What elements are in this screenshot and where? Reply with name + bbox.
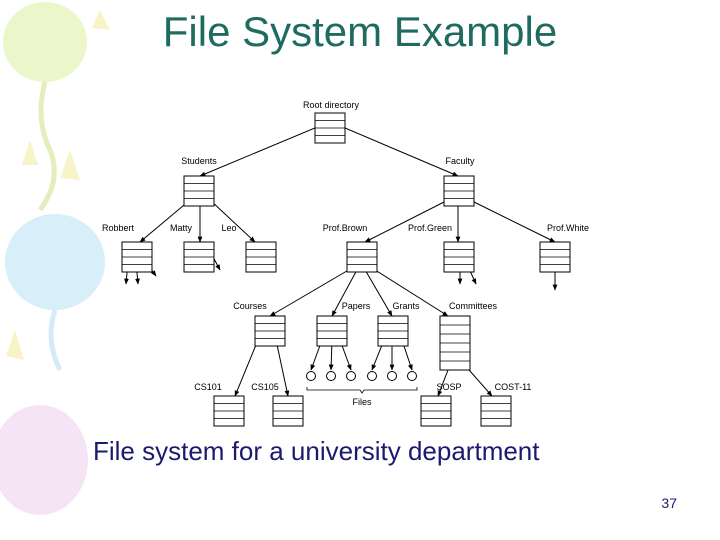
label-cs101: CS101: [194, 382, 222, 392]
label-robbert: Robbert: [102, 223, 135, 233]
courses-directory-box: [254, 315, 286, 347]
file-circle: [326, 371, 336, 381]
label-courses: Courses: [233, 301, 267, 311]
label-root-directory: Root directory: [303, 100, 360, 110]
label-files: Files: [352, 397, 372, 407]
file-circle: [387, 371, 397, 381]
label-committees: Committees: [449, 301, 498, 311]
file-circle: [367, 371, 377, 381]
file-circle: [346, 371, 356, 381]
leo-directory-box: [245, 241, 277, 273]
students-directory-box: [183, 175, 215, 207]
page-number: 37: [661, 495, 677, 511]
matty-directory-box: [183, 241, 215, 273]
label-prof-brown: Prof.Brown: [323, 223, 368, 233]
faculty-directory-box: [443, 175, 475, 207]
prof-brown-directory-box: [346, 241, 378, 273]
label-faculty: Faculty: [445, 156, 475, 166]
label-papers: Papers: [342, 301, 371, 311]
label-sosp: SOSP: [436, 382, 461, 392]
grants-directory-box: [377, 315, 409, 347]
cost11-directory-box: [480, 395, 512, 427]
file-circle: [407, 371, 417, 381]
robbert-directory-box: [121, 241, 153, 273]
label-cs105: CS105: [251, 382, 279, 392]
file-circle: [306, 371, 316, 381]
label-students: Students: [181, 156, 217, 166]
label-prof-green: Prof.Green: [408, 223, 452, 233]
prof-green-directory-box: [443, 241, 475, 273]
sosp-directory-box: [420, 395, 452, 427]
slide-caption: File system for a university department: [93, 436, 540, 466]
cs101-directory-box: [213, 395, 245, 427]
prof-white-directory-box: [539, 241, 571, 273]
label-prof-white: Prof.White: [547, 223, 589, 233]
papers-directory-box: [316, 315, 348, 347]
label-matty: Matty: [170, 223, 193, 233]
cs105-directory-box: [272, 395, 304, 427]
files-brace: [306, 387, 418, 394]
committees-directory-box: [439, 315, 471, 371]
label-grants: Grants: [392, 301, 420, 311]
slide-title: File System Example: [162, 8, 558, 55]
root-directory-box: [314, 112, 346, 144]
label-cost11: COST-11: [495, 382, 532, 392]
label-leo: Leo: [221, 223, 236, 233]
